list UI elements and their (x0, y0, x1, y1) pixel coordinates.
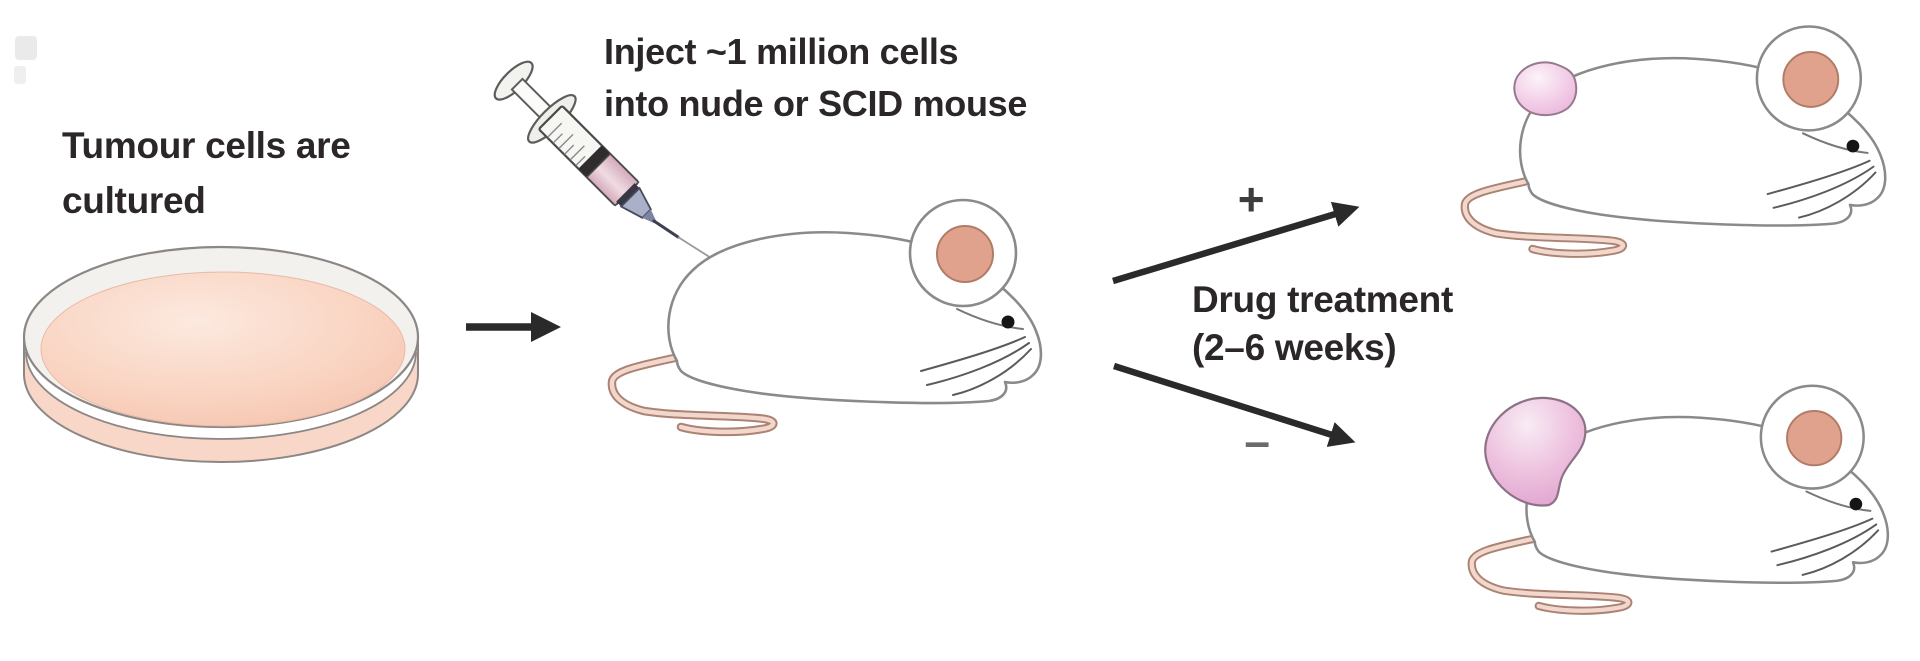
scan-artifact (14, 36, 37, 84)
petri-dish-icon (22, 245, 420, 463)
culture-step-label-line2: cultured (62, 180, 206, 221)
petri-dish-medium (40, 271, 406, 427)
mouse-treated (1465, 27, 1885, 254)
arrow-untreated-icon (1113, 362, 1356, 447)
drug-treatment-label: Drug treatment (2–6 weeks) (1192, 276, 1453, 372)
large-tumour-icon (1484, 396, 1587, 507)
syringe-icon (493, 60, 657, 224)
treatment-positive-sign: + (1237, 173, 1265, 225)
drug-treatment-label-line1: Drug treatment (1192, 279, 1453, 320)
petri-dish-lower-rim-line (25, 351, 417, 440)
syringe-tip (642, 209, 657, 224)
syringe-graduations (547, 122, 586, 167)
arrow-treated-icon (1112, 201, 1360, 285)
drug-treatment-label-line2: (2–6 weeks) (1192, 327, 1397, 368)
syringe-end-cap (616, 183, 640, 207)
inject-step-label-line2: into nude or SCID mouse (604, 83, 1028, 124)
syringe-needle (652, 219, 680, 239)
syringe-plunger-seal (579, 146, 610, 177)
inject-step-label-line1: Inject ~1 million cells (604, 31, 959, 72)
culture-step-label: Tumour cells are cultured (62, 118, 351, 228)
inject-step-label: Inject ~1 million cells into nude or SCI… (604, 26, 1027, 130)
treatment-negative-sign: – (1244, 415, 1270, 467)
small-tumour-icon (1513, 61, 1578, 117)
culture-step-label-line1: Tumour cells are (62, 125, 351, 166)
